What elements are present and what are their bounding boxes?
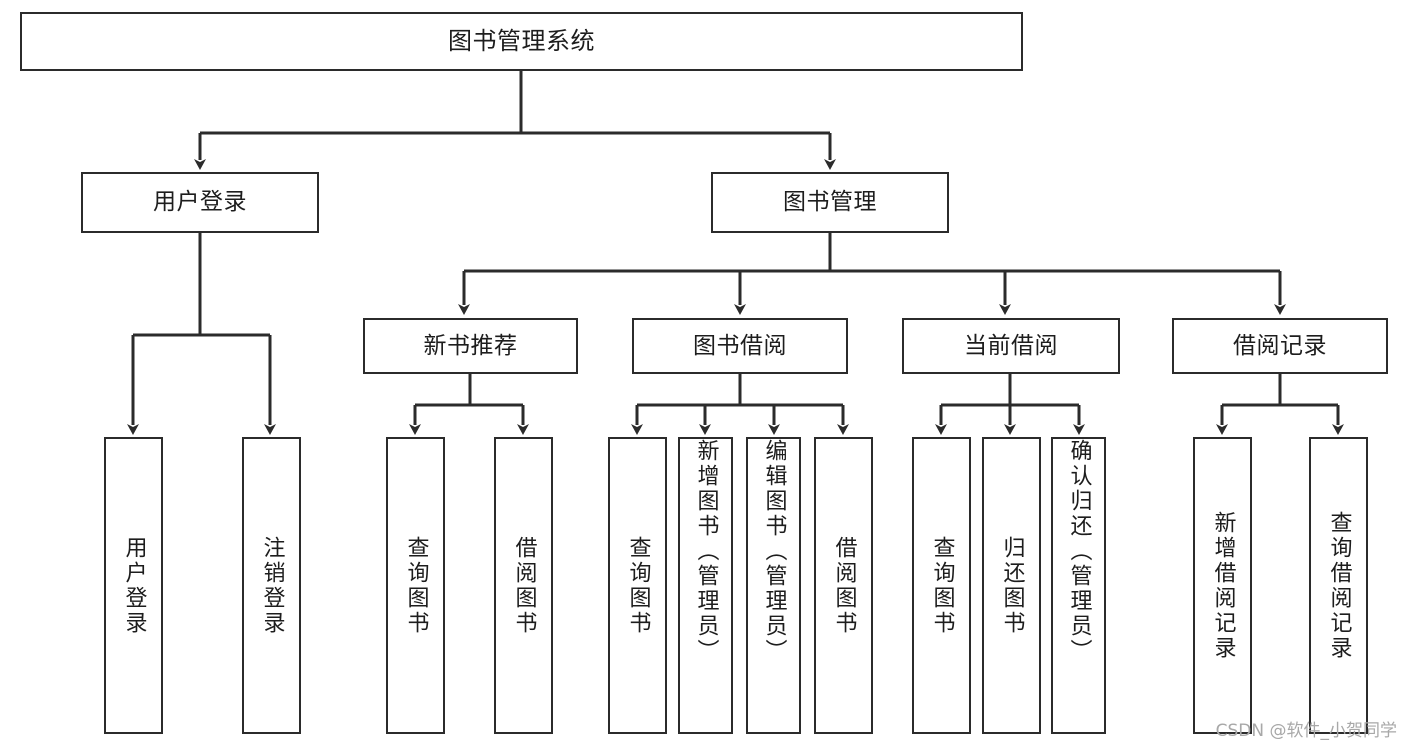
leaf-borrow-book-2-wrap: 借阅图书	[816, 439, 871, 732]
leaf-edit-book[interactable]: 编辑图书（管理员）	[746, 437, 801, 734]
leaf-query-book-2[interactable]: 查询图书	[608, 437, 667, 734]
node-book-manage-label: 图书管理	[783, 189, 877, 216]
leaf-user-login-label: 用户登录	[121, 535, 147, 636]
leaf-query-book-3-label: 查询图书	[929, 535, 955, 636]
node-root[interactable]: 图书管理系统	[20, 12, 1023, 71]
leaf-query-record[interactable]: 查询借阅记录	[1309, 437, 1368, 734]
leaf-return-book[interactable]: 归还图书	[982, 437, 1041, 734]
leaf-borrow-book-1[interactable]: 借阅图书	[494, 437, 553, 734]
node-borrow-record-label: 借阅记录	[1233, 332, 1327, 359]
node-current-borrow-label: 当前借阅	[964, 332, 1058, 359]
node-root-label: 图书管理系统	[448, 26, 595, 55]
leaf-query-book-2-wrap: 查询图书	[610, 439, 665, 732]
leaf-query-book-3-wrap: 查询图书	[914, 439, 969, 732]
node-book-borrow-label: 图书借阅	[693, 332, 787, 359]
leaf-logout-label: 注销登录	[259, 535, 285, 636]
leaf-add-book-label: 新增图书（管理员）	[693, 439, 719, 664]
node-new-book-rec[interactable]: 新书推荐	[363, 318, 578, 374]
node-user-login[interactable]: 用户登录	[81, 172, 319, 233]
leaf-query-record-wrap: 查询借阅记录	[1311, 439, 1366, 732]
leaf-query-book-3[interactable]: 查询图书	[912, 437, 971, 734]
leaf-query-book-1-wrap: 查询图书	[388, 439, 443, 732]
leaf-user-login-wrap: 用户登录	[106, 439, 161, 732]
node-borrow-record[interactable]: 借阅记录	[1172, 318, 1388, 374]
leaf-edit-book-label: 编辑图书（管理员）	[761, 439, 787, 664]
leaf-query-book-2-label: 查询图书	[625, 535, 651, 636]
leaf-logout[interactable]: 注销登录	[242, 437, 301, 734]
leaf-return-book-label: 归还图书	[999, 535, 1025, 636]
leaf-borrow-book-2-label: 借阅图书	[831, 535, 857, 636]
leaf-borrow-book-2[interactable]: 借阅图书	[814, 437, 873, 734]
leaf-confirm-return-label: 确认归还（管理员）	[1066, 439, 1092, 664]
leaf-borrow-book-1-label: 借阅图书	[511, 535, 537, 636]
leaf-query-book-1[interactable]: 查询图书	[386, 437, 445, 734]
leaf-user-login[interactable]: 用户登录	[104, 437, 163, 734]
leaf-query-record-label: 查询借阅记录	[1326, 510, 1352, 661]
leaf-add-book[interactable]: 新增图书（管理员）	[678, 437, 733, 734]
leaf-confirm-return[interactable]: 确认归还（管理员）	[1051, 437, 1106, 734]
node-current-borrow[interactable]: 当前借阅	[902, 318, 1120, 374]
node-book-manage[interactable]: 图书管理	[711, 172, 949, 233]
leaf-add-record-wrap: 新增借阅记录	[1195, 439, 1250, 732]
leaf-add-record[interactable]: 新增借阅记录	[1193, 437, 1252, 734]
node-book-borrow[interactable]: 图书借阅	[632, 318, 848, 374]
leaf-query-book-1-label: 查询图书	[403, 535, 429, 636]
leaf-borrow-book-1-wrap: 借阅图书	[496, 439, 551, 732]
leaf-add-record-label: 新增借阅记录	[1210, 510, 1236, 661]
leaf-return-book-wrap: 归还图书	[984, 439, 1039, 732]
node-user-login-label: 用户登录	[153, 189, 247, 216]
node-new-book-rec-label: 新书推荐	[423, 332, 518, 359]
csdn-watermark: CSDN @软件_小贺同学	[1215, 721, 1397, 741]
leaf-logout-wrap: 注销登录	[244, 439, 299, 732]
